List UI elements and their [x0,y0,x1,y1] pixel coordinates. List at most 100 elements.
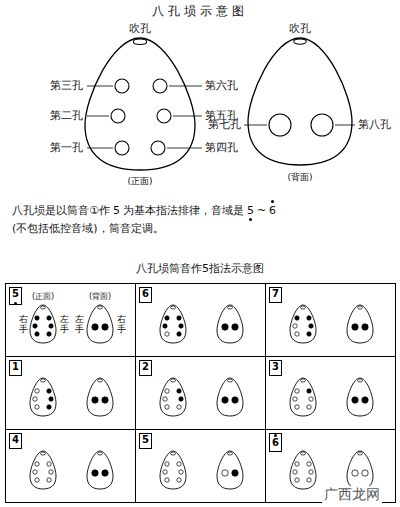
finger-hole [35,405,39,409]
finger-hole [115,79,129,93]
small-ocarina-back [217,451,243,489]
blow-hole [358,452,363,455]
finger-hole [177,389,181,393]
finger-hole [293,324,297,328]
fingering-figures [30,305,373,489]
finger-hole [222,397,228,403]
note-number: 5 [139,433,152,449]
finger-hole [293,397,297,401]
blow-hole [358,306,363,309]
finger-hole [232,470,238,476]
finger-hole [295,462,299,466]
finger-hole [102,470,108,476]
small-ocarina-front [30,305,56,343]
finger-hole [177,332,181,336]
hole-label: 吹孔 [129,22,151,36]
finger-hole [307,405,311,409]
note-number: 7 [269,287,282,303]
fingering-cell: 7 [265,283,396,357]
note-number: 6 [269,433,282,452]
finger-hole [179,324,183,328]
small-ocarina-back [347,378,373,416]
finger-hole [49,397,53,401]
leader-line [87,116,109,117]
small-ocarina-front [160,305,186,343]
finger-hole [232,397,238,403]
finger-hole [232,324,238,330]
finger-hole [311,114,333,136]
small-ocarina-front [290,451,316,489]
view-label: (背面) [287,172,312,183]
blow-hole [301,306,306,309]
blow-hole [294,39,306,44]
finger-hole [165,478,169,482]
finger-hole [151,141,165,155]
note-number: 5 [9,287,22,305]
finger-hole [47,332,51,336]
finger-hole [307,462,311,466]
finger-hole [163,397,167,401]
hole-label: 吹孔 [289,22,311,36]
finger-hole [307,332,311,336]
description-text: 八孔埙是以筒音①作 [12,202,110,220]
finger-hole [35,389,39,393]
finger-hole [177,462,181,466]
finger-hole [293,470,297,474]
finger-hole [33,470,37,474]
small-ocarina-front [30,378,56,416]
finger-hole [165,405,169,409]
hole-label: 第六孔 [205,79,238,93]
blow-hole [41,379,46,382]
finger-hole [47,316,51,320]
small-ocarina-back [87,378,113,416]
finger-hole [92,324,98,330]
leader-line [335,125,355,126]
hand-label: 右手 [19,315,28,335]
view-label: (背面) [89,292,111,302]
description-text: (不包括低控音域)，筒音定调。 [12,220,164,238]
diagram-title: 八孔埙示意图 [152,4,248,19]
finger-hole [165,316,169,320]
fingering-cell: 4 [5,429,136,503]
finger-hole [163,470,167,474]
finger-hole [157,109,171,123]
finger-hole [49,470,53,474]
leader-line [87,86,113,87]
blow-hole [133,39,146,45]
note-number: 6 [139,287,152,303]
ocarina-back [248,38,352,165]
leader-line [169,86,202,87]
main-ocarinas [85,38,352,170]
blow-hole [171,306,176,309]
finger-hole [165,462,169,466]
small-ocarina-front [290,378,316,416]
finger-hole [102,397,108,403]
blow-hole [301,379,306,382]
finger-hole [165,332,169,336]
finger-hole [102,324,108,330]
note-number: 1 [9,360,22,376]
note-number: 4 [9,433,22,449]
finger-hole [92,470,98,476]
finger-hole [352,397,358,403]
note-number: 2 [139,360,152,376]
finger-hole [309,324,313,328]
finger-hole [362,397,368,403]
hand-label: 右手 [117,315,126,335]
finger-hole [307,389,311,393]
finger-hole [179,470,183,474]
finger-hole [153,79,167,93]
description-text: 为基本指法排律，音域是 [123,202,244,220]
finger-hole [307,316,311,320]
finger-hole [362,470,368,476]
fingering-cell: 3 [265,356,396,430]
finger-hole [47,478,51,482]
finger-hole [35,462,39,466]
description-paragraph: 八孔埙是以筒音①作5为基本指法排律，音域是5~6(不包括低控音域)，筒音定调。 [12,200,394,237]
finger-hole [362,324,368,330]
finger-hole [47,405,51,409]
fingering-cell: 5 [135,429,266,503]
hole-label: 第二孔 [50,109,83,123]
leader-line [87,148,113,149]
